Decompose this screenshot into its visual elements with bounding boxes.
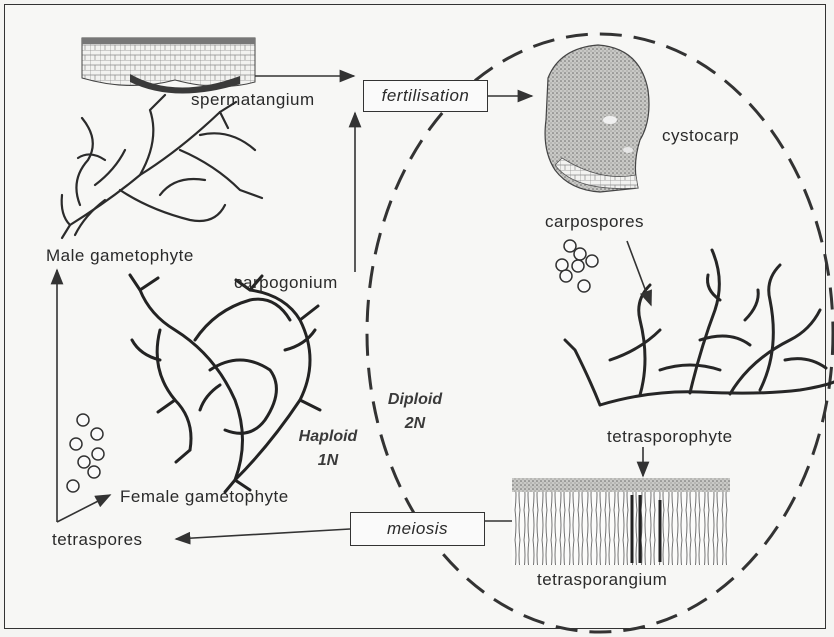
tetraspores-illustration — [67, 414, 104, 492]
carpospores-label: carpospores — [545, 212, 644, 232]
diploid-label: Diploid 2N — [380, 388, 450, 436]
spermatangium-illustration — [82, 38, 255, 94]
male-gametophyte-illustration — [62, 95, 262, 238]
fertilisation-box: fertilisation — [363, 80, 488, 112]
meiosis-to-tetraspores-arrow — [176, 529, 350, 539]
haploid-label: Haploid 1N — [290, 425, 366, 473]
tetrasporophyte-label: tetrasporophyte — [607, 427, 733, 447]
tetrasporangium-illustration — [512, 478, 730, 565]
diploid-text: Diploid — [388, 391, 442, 408]
diploid-ploidy: 2N — [405, 415, 425, 432]
female-gametophyte-label: Female gametophyte — [120, 487, 289, 507]
carpospores-to-tetrasporophyte-arrow — [627, 241, 651, 305]
carpospores-illustration — [556, 240, 598, 292]
carpogonium-label: carpogonium — [234, 273, 338, 293]
tetrasporangium-label: tetrasporangium — [537, 570, 667, 590]
cystocarp-illustration — [545, 45, 649, 192]
tetraspores-to-female-arrow — [57, 495, 110, 522]
male-gametophyte-label: Male gametophyte — [46, 246, 194, 266]
spermatangium-label: spermatangium — [191, 90, 315, 110]
tetrasporophyte-illustration — [565, 250, 834, 405]
cystocarp-label: cystocarp — [662, 126, 739, 146]
haploid-text: Haploid — [299, 428, 358, 445]
meiosis-box: meiosis — [350, 512, 485, 546]
haploid-ploidy: 1N — [318, 452, 338, 469]
tetraspores-label: tetraspores — [52, 530, 143, 550]
